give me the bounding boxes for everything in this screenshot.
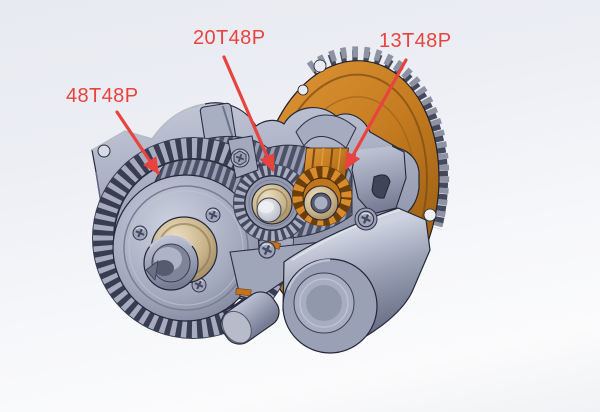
arrow-48t: [115, 110, 160, 175]
bracket-cutout: [371, 174, 391, 199]
arrow-13t: [344, 58, 408, 170]
drum-screw: [131, 224, 149, 242]
rim-notch: [423, 208, 437, 222]
coupling-slot: [145, 260, 159, 281]
boss-screw: [354, 207, 378, 231]
rim-notch: [313, 59, 327, 73]
motor: [282, 207, 431, 354]
annotation-arrows: [115, 55, 408, 175]
label-20t48p: 20T48P: [193, 27, 266, 49]
mounting-hole: [97, 144, 111, 158]
plate-screw: [257, 240, 277, 260]
orange-gear-teeth-light: [306, 46, 450, 228]
standoff-arm: [220, 291, 280, 345]
orange-slot: [235, 287, 252, 297]
label-13t48p: 13T48P: [379, 30, 452, 52]
gear-13t-bore: [314, 196, 328, 210]
hex-bolt: [230, 148, 250, 168]
rim-notch: [297, 84, 309, 96]
label-48t48p: 48T48P: [66, 85, 139, 107]
output-coupling: [143, 234, 199, 291]
gear-48t-teeth: [93, 138, 293, 338]
housing-arch: [295, 114, 357, 149]
drum-screw: [204, 206, 222, 224]
gear-13t: [292, 147, 352, 226]
arrow-20t: [222, 55, 275, 172]
